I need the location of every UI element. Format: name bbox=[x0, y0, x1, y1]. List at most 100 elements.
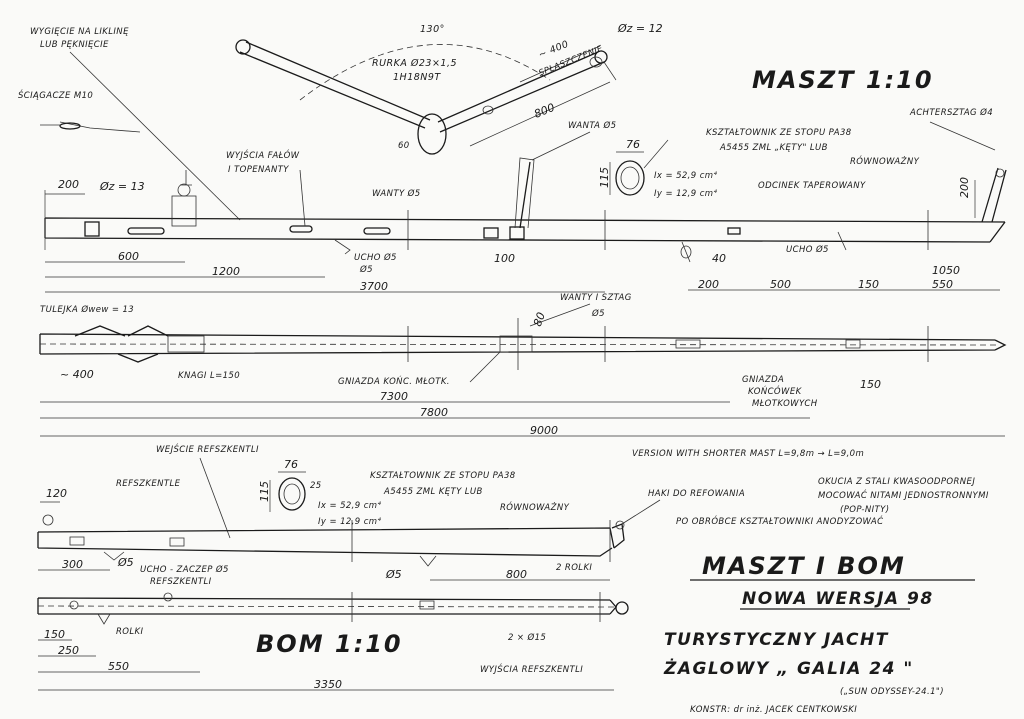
dim-boom-550: 550 bbox=[108, 660, 129, 673]
spreader-angle: 130° bbox=[420, 24, 445, 35]
boom-label-eye1: UCHO - ZACZEP Ø5 bbox=[140, 564, 229, 575]
label-shrouds: WANTY Ø5 bbox=[372, 188, 421, 199]
leader-halyard bbox=[299, 169, 306, 227]
dim-mast-1200: 1200 bbox=[212, 265, 240, 278]
leader-reef-exit bbox=[199, 457, 231, 539]
dim-mast-550: 550 bbox=[932, 278, 953, 291]
label-profile-2: A5455 ZML „KĘTY" LUB bbox=[719, 143, 828, 153]
spreader-end-diameter: Øz = 12 bbox=[617, 22, 663, 35]
boom-label-iy: Iy = 12,9 cm⁴ bbox=[318, 517, 381, 527]
dim-line-200 bbox=[44, 190, 85, 250]
label-reef-exit: WEJŚCIE REFSZKENTLI bbox=[156, 443, 259, 455]
boom-label-profile-1: KSZTAŁTOWNIK ZE STOPU PA38 bbox=[370, 471, 516, 481]
dim-mast-200: 200 bbox=[58, 178, 79, 191]
dim-boom-d5b: Ø5 bbox=[385, 568, 402, 581]
label-eye: UCHO Ø5 bbox=[786, 244, 829, 255]
label-halyard-exit: WYJŚCIA FAŁÓW bbox=[226, 149, 300, 161]
leader-shroud bbox=[531, 131, 591, 161]
spreader-tube-material: 1H18N9T bbox=[393, 72, 441, 83]
dim-boom-120: 120 bbox=[46, 487, 67, 500]
mast-profile-inner bbox=[620, 166, 640, 190]
boom-side-view bbox=[37, 514, 625, 567]
boom-label-ix: Ix = 52,9 cm⁴ bbox=[318, 501, 381, 511]
label-reef-hooks: HAKI DO REFOWANIA bbox=[648, 489, 745, 499]
leader-backstay bbox=[929, 121, 996, 151]
dim-lines-boom bbox=[38, 639, 614, 691]
dim-boom-d5: Ø5 bbox=[117, 556, 134, 569]
dim-mast-80: 80 bbox=[531, 311, 548, 329]
mast-side-view bbox=[44, 157, 1007, 263]
boom-profile-inner bbox=[283, 483, 301, 505]
boom-profile-section bbox=[278, 477, 306, 511]
profile-dims bbox=[609, 139, 669, 195]
boom-label-profile-3: RÓWNOWAŻNY bbox=[500, 501, 570, 513]
leader-stay bbox=[529, 303, 591, 327]
note-anodize: PO OBRÓBCE KSZTAŁTOWNIKI ANODYZOWAĆ bbox=[676, 515, 883, 527]
label-socket2b: KOŃCÓWEK bbox=[748, 385, 803, 397]
dim-mast-9000: 9000 bbox=[530, 424, 558, 437]
dim-boom-25: 25 bbox=[310, 481, 322, 491]
boom-profile-dims bbox=[269, 471, 306, 512]
note-version: VERSION WITH SHORTER MAST L=9,8m → L=9,0… bbox=[632, 449, 864, 459]
title-main: MASZT I BOM bbox=[702, 552, 906, 580]
title-mast: MASZT 1:10 bbox=[752, 66, 934, 94]
label-ix: Ix = 52,9 cm⁴ bbox=[654, 171, 717, 181]
label-bend-alt: LUB PĘKNIĘCIE bbox=[40, 40, 109, 50]
label-bend: WYGIĘCIE NA LIKLINĘ bbox=[30, 27, 129, 37]
dim-profile-width: 76 bbox=[626, 138, 640, 151]
dim-mast-100: 100 bbox=[494, 252, 515, 265]
dim-boom-150: 150 bbox=[44, 628, 65, 641]
dim-boom-115: 115 bbox=[258, 481, 271, 502]
leader-socket bbox=[469, 351, 501, 383]
dim-boom-76: 76 bbox=[284, 458, 298, 471]
label-socket2a: GNIAZDA bbox=[742, 375, 784, 385]
dim-mast-500: 500 bbox=[770, 278, 791, 291]
label-stay-dia: Ø5 bbox=[591, 308, 605, 319]
dim-mast-600: 600 bbox=[118, 250, 139, 263]
label-sleeve: TULEJKA Øwew = 13 bbox=[40, 304, 134, 315]
dim-mast-400: ~ 400 bbox=[60, 368, 94, 381]
label-taper: ODCINEK TAPEROWANY bbox=[758, 181, 866, 191]
boom-label-profile-2: A5455 ZML KĘTY LUB bbox=[383, 487, 483, 497]
dim-mast-200b: 200 bbox=[698, 278, 719, 291]
label-eye-dia: Ø5 bbox=[359, 264, 373, 275]
dim-boom-300: 300 bbox=[62, 558, 83, 571]
note-rivet-2: (POP-NITY) bbox=[840, 505, 889, 515]
note-rivet-1: MOCOWAĆ NITAMI JEDNOSTRONNYMI bbox=[818, 489, 989, 501]
label-iy: Iy = 12,9 cm⁴ bbox=[654, 189, 717, 199]
note-stainless: OKUCIA Z STALI KWASOODPORNEJ bbox=[818, 477, 975, 487]
dim-profile-height: 115 bbox=[598, 167, 611, 188]
label-profile-1: KSZTAŁTOWNIK ZE STOPU PA38 bbox=[706, 128, 852, 138]
dim-mast-150b: 150 bbox=[860, 378, 881, 391]
label-reef: REFSZKENTLE bbox=[116, 479, 181, 489]
dim-boom-800: 800 bbox=[506, 568, 527, 581]
dim-backstay-200: 200 bbox=[958, 177, 971, 198]
spreader-radius: 60 bbox=[398, 141, 410, 151]
label-topping: I TOPENANTY bbox=[228, 165, 289, 175]
dim-mast-7800: 7800 bbox=[420, 406, 448, 419]
dim-boom-250: 250 bbox=[58, 644, 79, 657]
spreader-tube-spec: RURKA Ø23×1,5 bbox=[372, 58, 457, 69]
label-backstay: ACHTERSZTAG Ø4 bbox=[909, 107, 993, 118]
label-shroud: WANTA Ø5 bbox=[568, 120, 616, 131]
title-boom: BOM 1:10 bbox=[256, 630, 403, 658]
mast-top-view bbox=[39, 318, 1007, 370]
yacht-line-1: TURYSTYCZNY JACHT bbox=[664, 630, 889, 650]
spreader-length: 800 bbox=[532, 101, 556, 121]
label-shrouds-stay: WANTY I SZTAG bbox=[560, 293, 632, 303]
boom-label-rollers2: 2 ROLKI bbox=[556, 563, 592, 573]
tensioner-sketch bbox=[40, 121, 141, 133]
label-tensioner: ŚCIĄGACZE M10 bbox=[18, 89, 93, 101]
boom-label-exits: WYJŚCIA REFSZKENTLI bbox=[480, 663, 583, 675]
dim-mast-3700: 3700 bbox=[360, 280, 388, 293]
dim-mast-150: 150 bbox=[858, 278, 879, 291]
dim-mast-dz13: Øz = 13 bbox=[99, 180, 145, 193]
boom-top-view bbox=[37, 592, 629, 625]
leader-hooks bbox=[621, 499, 661, 525]
dim-boom-3350: 3350 bbox=[314, 678, 342, 691]
label-profile-3: RÓWNOWAŻNY bbox=[850, 155, 920, 167]
label-pulleys: KNAGI L=150 bbox=[178, 371, 240, 381]
label-eye-2: UCHO Ø5 bbox=[354, 252, 397, 263]
